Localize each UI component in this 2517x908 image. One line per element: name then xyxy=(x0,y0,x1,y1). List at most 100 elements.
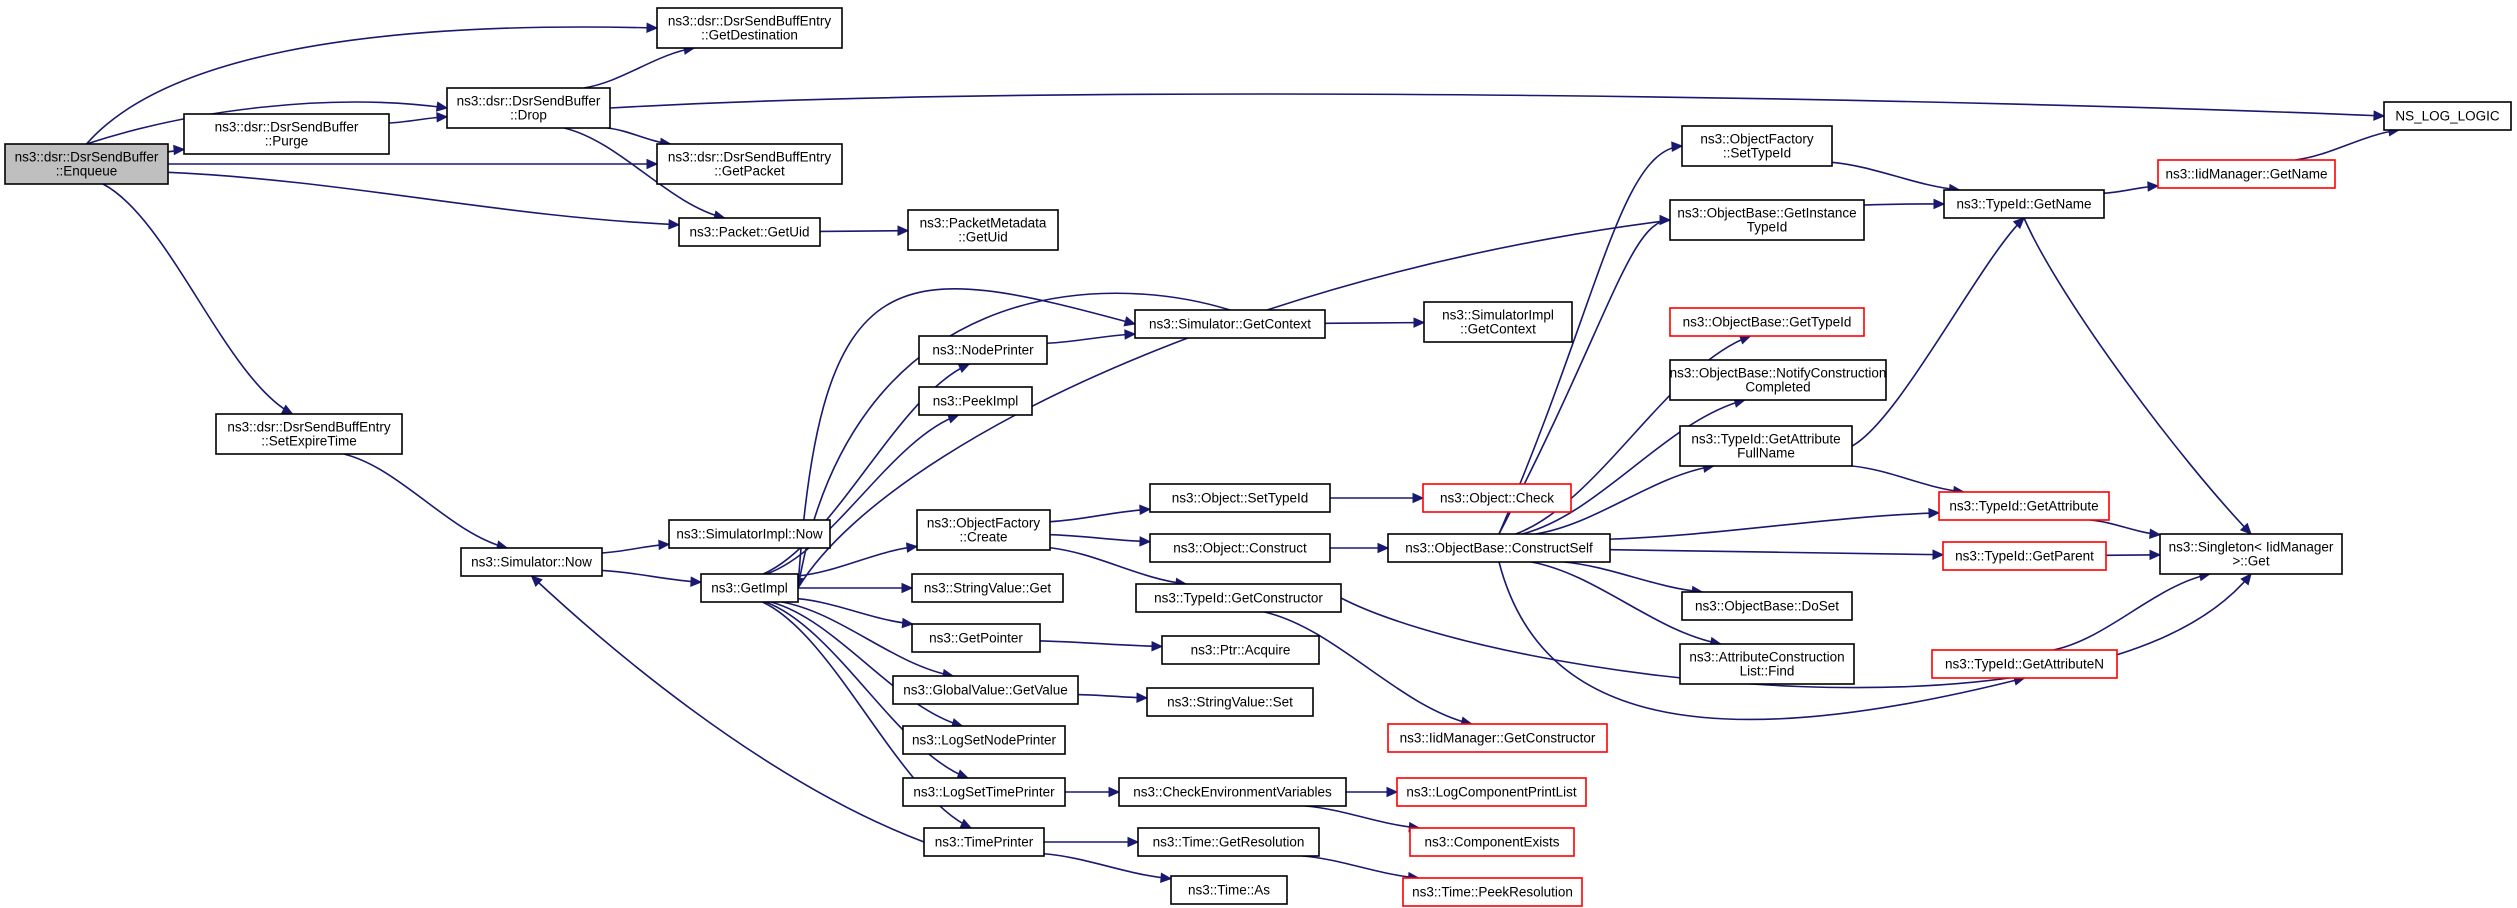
node-singleton[interactable]: ns3::Singleton< IidManager >::Get xyxy=(2159,533,2343,575)
node-strget[interactable]: ns3::StringValue::Get xyxy=(911,573,1064,603)
edge-arrowhead xyxy=(435,101,449,112)
edge-enqueue-to-getpacket xyxy=(168,158,659,170)
node-compexists[interactable]: ns3::ComponentExists xyxy=(1409,827,1575,857)
node-tidgetname[interactable]: ns3::TypeId::GetName xyxy=(1943,189,2105,219)
edge-tidgetname-to-singleton xyxy=(2023,217,2252,535)
node-obgettid[interactable]: ns3::ObjectBase::GetTypeId xyxy=(1669,307,1865,337)
node-objcheck[interactable]: ns3::Object::Check xyxy=(1422,483,1572,513)
node-drop[interactable]: ns3::dsr::DsrSendBuffer::Drop xyxy=(446,87,611,129)
node-label-line: ns3::dsr::DsrSendBuffEntry xyxy=(227,420,391,435)
node-obnotify[interactable]: ns3::ObjectBase::NotifyConstructionCompl… xyxy=(1669,359,1887,401)
edge-line xyxy=(1609,548,1944,556)
node-getdest[interactable]: ns3::dsr::DsrSendBuffEntry::GetDestinati… xyxy=(656,7,843,49)
node-label-line: ns3::Time::PeekResolution xyxy=(1412,885,1573,900)
node-box xyxy=(1679,425,1853,467)
node-tidgetparent[interactable]: ns3::TypeId::GetParent xyxy=(1942,541,2107,571)
edge-enqueue-to-pktuid xyxy=(167,171,681,230)
edge-tidgetattrfull-to-tidgetattr xyxy=(1851,465,1966,497)
edge-arrowhead xyxy=(1139,536,1152,547)
edge-line xyxy=(1264,611,1472,725)
node-gvgetvalue[interactable]: ns3::GlobalValue::GetValue xyxy=(892,675,1079,705)
node-box xyxy=(923,827,1045,857)
node-label-line: ns3::dsr::DsrSendBuffer xyxy=(457,94,601,109)
node-peekimpl[interactable]: ns3::PeekImpl xyxy=(918,386,1033,416)
node-enqueue[interactable]: ns3::dsr::DsrSendBuffer::Enqueue xyxy=(4,143,169,185)
node-iidgetctor[interactable]: ns3::IidManager::GetConstructor xyxy=(1387,723,1608,753)
edge-tidgetattrfull-to-tidgetname xyxy=(1851,217,2025,447)
node-logsettime[interactable]: ns3::LogSetTimePrinter xyxy=(902,777,1066,807)
edge-arrowhead xyxy=(2149,549,2162,561)
node-box xyxy=(1679,643,1855,685)
node-logsetnode[interactable]: ns3::LogSetNodePrinter xyxy=(902,725,1066,755)
node-purge[interactable]: ns3::dsr::DsrSendBuffer::Purge xyxy=(183,113,390,155)
edge-line xyxy=(770,601,963,727)
node-checkenv[interactable]: ns3::CheckEnvironmentVariables xyxy=(1118,777,1347,807)
node-timepeekres[interactable]: ns3::Time::PeekResolution xyxy=(1402,877,1583,907)
node-setexpire[interactable]: ns3::dsr::DsrSendBuffEntry::SetExpireTim… xyxy=(215,413,403,455)
node-getimpl[interactable]: ns3::GetImpl xyxy=(700,573,799,603)
node-label-line: ns3::dsr::DsrSendBuffer xyxy=(15,150,159,165)
node-getpointer[interactable]: ns3::GetPointer xyxy=(911,623,1041,653)
edge-arrowhead xyxy=(1139,504,1152,516)
edge-line xyxy=(1498,561,2025,721)
edge-iidgetname-to-nslog xyxy=(2294,126,2401,161)
node-label-line: ns3::TypeId::GetConstructor xyxy=(1154,591,1323,606)
edge-arrowhead xyxy=(959,818,973,829)
node-label-line: ns3::Packet::GetUid xyxy=(689,225,809,240)
node-nslog[interactable]: NS_LOG_LOGIC xyxy=(2383,101,2512,131)
node-objsettid[interactable]: ns3::Object::SetTypeId xyxy=(1149,483,1331,513)
node-getpacket[interactable]: ns3::dsr::DsrSendBuffEntry::GetPacket xyxy=(656,143,843,185)
edge-arrowhead xyxy=(897,225,910,236)
node-pktuid[interactable]: ns3::Packet::GetUid xyxy=(678,217,821,247)
node-box xyxy=(916,509,1051,551)
edge-line xyxy=(1302,855,1419,879)
node-box xyxy=(460,547,603,577)
node-label-line: ns3::Object::Construct xyxy=(1173,541,1307,556)
node-label-line: ns3::ObjectBase::NotifyConstruction xyxy=(1670,366,1887,381)
node-box xyxy=(668,519,831,549)
node-label-line: ns3::LogSetTimePrinter xyxy=(913,785,1055,800)
node-ofcreate[interactable]: ns3::ObjectFactory::Create xyxy=(916,509,1051,551)
edge-line xyxy=(797,292,1231,589)
node-implgetctx[interactable]: ns3::SimulatorImpl::GetContext xyxy=(1423,301,1573,343)
node-timeas[interactable]: ns3::Time::As xyxy=(1170,875,1288,905)
node-timeprinter[interactable]: ns3::TimePrinter xyxy=(923,827,1045,857)
edge-line xyxy=(766,414,959,575)
node-label-line: ns3::TypeId::GetName xyxy=(1956,197,2091,212)
node-pmuid[interactable]: ns3::PacketMetadata::GetUid xyxy=(907,209,1059,251)
node-objconstruct[interactable]: ns3::Object::Construct xyxy=(1149,533,1331,563)
node-tidgetattrn[interactable]: ns3::TypeId::GetAttributeN xyxy=(1931,649,2118,679)
edge-arrowhead xyxy=(2240,573,2252,586)
node-logcompprint[interactable]: ns3::LogComponentPrintList xyxy=(1396,777,1587,807)
edge-objsettid-to-objcheck xyxy=(1330,492,1425,504)
node-obconstructself[interactable]: ns3::ObjectBase::ConstructSelf xyxy=(1387,533,1611,563)
node-ptracquire[interactable]: ns3::Ptr::Acquire xyxy=(1161,635,1320,665)
node-label-line: ::GetContext xyxy=(1460,322,1536,337)
node-implnow[interactable]: ns3::SimulatorImpl::Now xyxy=(668,519,831,549)
node-timegetres[interactable]: ns3::Time::GetResolution xyxy=(1137,827,1320,857)
node-iidgetname[interactable]: ns3::IidManager::GetName xyxy=(2157,159,2336,189)
edge-line xyxy=(781,601,954,677)
node-strset[interactable]: ns3::StringValue::Set xyxy=(1146,687,1314,717)
edge-ofcreate-to-objconstruct xyxy=(1049,533,1152,547)
edge-arrowhead xyxy=(1413,317,1426,328)
node-tidgetattr[interactable]: ns3::TypeId::GetAttribute xyxy=(1938,491,2110,521)
edge-arrowhead xyxy=(1933,198,1946,210)
node-tidgetctor[interactable]: ns3::TypeId::GetConstructor xyxy=(1135,583,1342,613)
node-label-line: ns3::GetPointer xyxy=(929,631,1023,646)
edge-arrowhead xyxy=(1671,141,1684,152)
edge-tidgetctor-to-singleton xyxy=(1340,573,2252,689)
edge-line xyxy=(1043,852,1172,880)
node-ofsettid[interactable]: ns3::ObjectFactory::SetTypeId xyxy=(1681,125,1833,167)
edge-line xyxy=(762,363,970,575)
node-simgetctx[interactable]: ns3::Simulator::GetContext xyxy=(1134,309,1326,339)
node-obdoset[interactable]: ns3::ObjectBase::DoSet xyxy=(1681,591,1853,621)
node-nodeprinter[interactable]: ns3::NodePrinter xyxy=(918,335,1048,365)
node-box xyxy=(1135,583,1342,613)
node-simnow[interactable]: ns3::Simulator::Now xyxy=(460,547,603,577)
edge-line xyxy=(1340,573,2252,689)
node-box xyxy=(1118,777,1347,807)
